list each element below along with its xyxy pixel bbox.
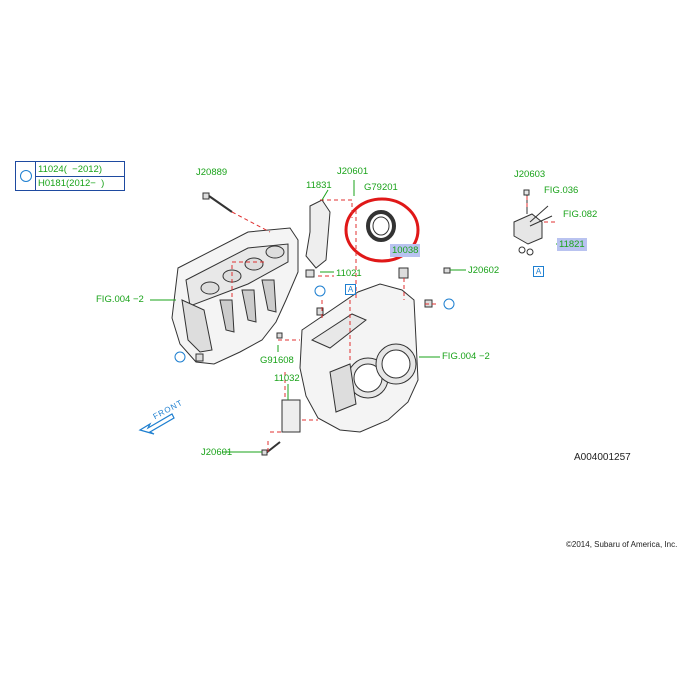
label-11032[interactable]: 11032 bbox=[274, 373, 300, 384]
diagram-code: A004001257 bbox=[574, 452, 631, 463]
legend-row-divider bbox=[36, 176, 124, 177]
box-a-marker-right: A bbox=[533, 266, 544, 277]
box-a-marker: A bbox=[345, 284, 356, 295]
label-11821-text: 11821 bbox=[557, 238, 587, 251]
label-11021[interactable]: 11021 bbox=[336, 268, 362, 279]
label-10038-text: 10038 bbox=[390, 244, 421, 257]
legend-symbol-markers bbox=[174, 285, 455, 363]
oil-jet-assembly bbox=[513, 189, 553, 256]
label-fig004-right-suffix: −2 bbox=[478, 351, 490, 362]
label-11831[interactable]: 11831 bbox=[306, 180, 332, 191]
legend-symbol-icon bbox=[20, 170, 32, 182]
front-arrow-icon bbox=[138, 413, 175, 435]
label-j20602[interactable]: J20602 bbox=[468, 265, 500, 276]
label-fig082[interactable]: FIG.082 bbox=[563, 209, 598, 220]
legend-row-2: H0181(2012− ) bbox=[38, 178, 105, 189]
label-j20889[interactable]: J20889 bbox=[196, 167, 228, 178]
label-fig004-left[interactable]: FIG.004 −2 bbox=[96, 295, 144, 305]
legend-divider bbox=[35, 162, 36, 190]
left-block-half bbox=[171, 227, 299, 365]
label-fig004-left-text: FIG.004 bbox=[96, 294, 131, 305]
label-fig036[interactable]: FIG.036 bbox=[544, 185, 579, 196]
bolt-j20601-bottom bbox=[261, 441, 281, 456]
label-j20601-top[interactable]: J20601 bbox=[337, 166, 369, 177]
part-10038 bbox=[398, 267, 409, 279]
label-11821[interactable]: 11821 bbox=[557, 238, 587, 251]
bolt-j20889 bbox=[202, 192, 233, 213]
leader-lines bbox=[231, 196, 556, 452]
legend-box: 11024( −2012) H0181(2012− ) bbox=[15, 161, 125, 191]
highlight-circle bbox=[344, 197, 420, 263]
label-j20603[interactable]: J20603 bbox=[514, 169, 546, 180]
legend-row-1: 11024( −2012) bbox=[38, 164, 102, 175]
label-j20601-bottom[interactable]: J20601 bbox=[201, 447, 233, 458]
right-block-half bbox=[299, 283, 419, 433]
label-leaders bbox=[150, 180, 560, 453]
label-g91608[interactable]: G91608 bbox=[260, 355, 294, 366]
label-fig004-right[interactable]: FIG.004 −2 bbox=[442, 352, 490, 362]
seal-ring bbox=[366, 210, 396, 242]
cover-11831 bbox=[305, 199, 331, 269]
label-fig004-left-suffix: −2 bbox=[132, 294, 144, 305]
label-fig004-right-text: FIG.004 bbox=[442, 351, 477, 362]
copyright-text: ©2014, Subaru of America, Inc. bbox=[566, 540, 678, 549]
label-g79201[interactable]: G79201 bbox=[364, 182, 398, 193]
plate-11032 bbox=[281, 399, 301, 433]
label-10038[interactable]: 10038 bbox=[390, 244, 421, 257]
